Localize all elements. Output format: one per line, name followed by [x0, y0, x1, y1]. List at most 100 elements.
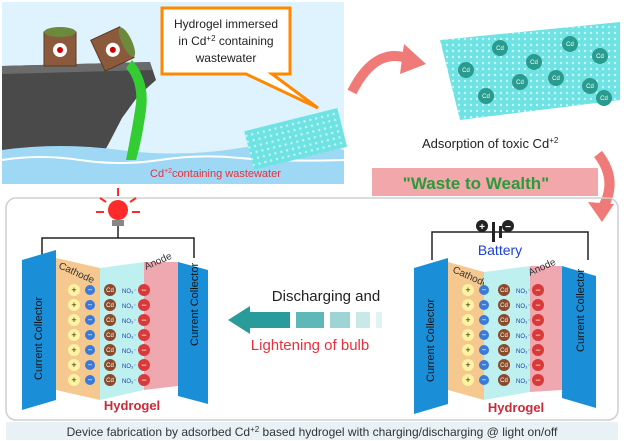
- svg-text:Cd: Cd: [462, 68, 470, 74]
- svg-text:Cd: Cd: [500, 363, 508, 369]
- svg-text:Cd: Cd: [552, 76, 560, 82]
- svg-text:Cd: Cd: [482, 94, 490, 100]
- collector-right-a-label: Current Collector: [425, 299, 437, 382]
- curved-arrow-top-head: [400, 44, 426, 74]
- cathode-plus-icon: +: [462, 284, 474, 296]
- svg-text:Cd: Cd: [106, 333, 114, 339]
- electron-icon: −: [85, 360, 95, 370]
- nitrate-ion: NO₃⁻: [516, 334, 531, 340]
- electron-icon: −: [85, 315, 95, 325]
- bubble-line3: wastewater: [195, 51, 257, 65]
- anode-minus-icon: −: [532, 344, 544, 356]
- anode-minus-icon: −: [532, 329, 544, 341]
- toxic-barrel-2: [90, 26, 136, 72]
- anode-minus-icon: −: [138, 314, 150, 326]
- nitrate-ion: NO₃⁻: [516, 379, 531, 385]
- nitrate-ion: NO₃⁻: [516, 319, 531, 325]
- cathode-plus-icon: +: [68, 284, 80, 296]
- electron-icon: −: [479, 345, 489, 355]
- nitrate-ion: NO₃⁻: [516, 349, 531, 355]
- adsorption-label: Adsorption of toxic Cd+2: [422, 136, 559, 151]
- anode-minus-icon: −: [532, 314, 544, 326]
- svg-text:−: −: [141, 360, 146, 370]
- svg-text:+: +: [71, 300, 76, 310]
- svg-text:−: −: [88, 301, 93, 310]
- svg-text:+: +: [71, 330, 76, 340]
- svg-text:−: −: [141, 375, 146, 385]
- nitrate-ion: NO₃⁻: [122, 349, 137, 355]
- nitrate-ion: NO₃⁻: [122, 364, 137, 370]
- cathode-plus-icon: +: [462, 359, 474, 371]
- anode-minus-icon: −: [138, 284, 150, 296]
- svg-text:Cd: Cd: [106, 348, 114, 354]
- battery-minus-icon: [502, 220, 514, 232]
- svg-text:Cd: Cd: [500, 333, 508, 339]
- svg-text:Cd: Cd: [106, 378, 114, 384]
- nitrate-ion: NO₃⁻: [122, 304, 137, 310]
- wastewater-label: Cd+2containing wastewater: [150, 168, 281, 180]
- cd-ion: Cd: [104, 374, 116, 386]
- svg-text:−: −: [141, 315, 146, 325]
- discharge-line2: Lightening of bulb: [251, 337, 369, 354]
- cathode-plus-icon: +: [68, 299, 80, 311]
- speech-bubble: [160, 6, 319, 110]
- banner-bg: [372, 168, 598, 196]
- svg-text:Cd: Cd: [496, 46, 504, 52]
- electron-icon: −: [479, 285, 489, 295]
- svg-text:−: −: [482, 301, 487, 310]
- svg-text:−: −: [482, 361, 487, 370]
- banner-text: "Waste to Wealth": [403, 174, 549, 193]
- svg-text:−: −: [482, 286, 487, 295]
- svg-text:Cd: Cd: [106, 288, 114, 294]
- cd-ion: Cd: [498, 374, 510, 386]
- svg-text:Cd: Cd: [530, 60, 538, 66]
- svg-text:−: −: [88, 346, 93, 355]
- curved-arrow-right-head: [588, 202, 614, 222]
- svg-text:Cd: Cd: [106, 303, 114, 309]
- svg-text:−: −: [141, 285, 146, 295]
- cathode-plus-icon: +: [68, 374, 80, 386]
- svg-text:−: −: [535, 360, 540, 370]
- nitrate-ion: NO₃⁻: [516, 364, 531, 370]
- electron-icon: −: [85, 285, 95, 295]
- cathode-plus-icon: +: [68, 314, 80, 326]
- electron-icon: −: [479, 330, 489, 340]
- svg-text:+: +: [71, 315, 76, 325]
- battery-plate-long: [492, 222, 495, 242]
- svg-text:+: +: [71, 345, 76, 355]
- svg-text:−: −: [535, 330, 540, 340]
- cd-ion: Cd: [104, 329, 116, 341]
- svg-text:+: +: [71, 360, 76, 370]
- svg-text:+: +: [465, 315, 470, 325]
- cathode-plus-icon: +: [462, 344, 474, 356]
- hydrogel-in-water: [244, 108, 348, 171]
- nitrate-ion: NO₃⁻: [122, 319, 137, 325]
- footer-caption: Device fabrication by adsorbed Cd+2 base…: [67, 425, 558, 439]
- cd-ion: Cd: [104, 344, 116, 356]
- nitrate-ion: NO₃⁻: [122, 334, 137, 340]
- svg-text:−: −: [141, 345, 146, 355]
- nitrate-ion: NO₃⁻: [516, 304, 531, 310]
- cliff: [2, 62, 156, 174]
- svg-text:+: +: [465, 300, 470, 310]
- svg-text:−: −: [88, 361, 93, 370]
- collector-left-a-label: Current Collector: [33, 297, 45, 380]
- battery-label: Battery: [478, 242, 522, 258]
- bulb-rays: [96, 188, 140, 213]
- svg-text:+: +: [71, 285, 76, 295]
- svg-text:+: +: [465, 345, 470, 355]
- cd-ion: Cd: [104, 359, 116, 371]
- toxic-stream: [126, 60, 147, 160]
- svg-text:Cd: Cd: [600, 96, 608, 102]
- anode-minus-icon: −: [138, 299, 150, 311]
- anode-minus-icon: −: [532, 374, 544, 386]
- cd-ion: Cd: [478, 88, 494, 104]
- svg-text:−: −: [482, 346, 487, 355]
- cathode-plus-icon: +: [68, 344, 80, 356]
- cathode-plus-icon: +: [462, 299, 474, 311]
- cd-ion: Cd: [582, 78, 598, 94]
- cd-ion: Cd: [458, 62, 474, 78]
